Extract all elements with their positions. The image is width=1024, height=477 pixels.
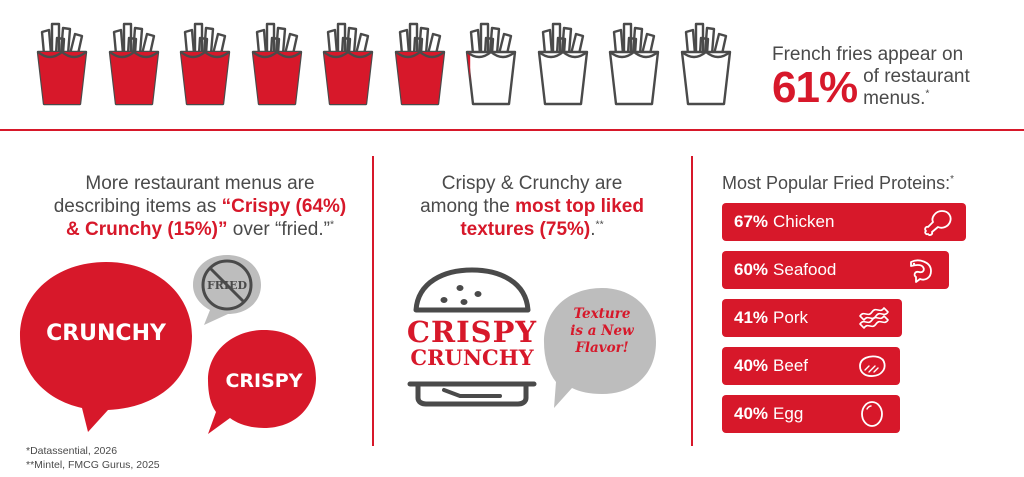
col2-mark: ** [595,219,604,231]
bar-label: Seafood [773,260,837,279]
column-divider-1 [372,156,374,446]
col2-highlight1: most top liked [515,196,644,217]
headline-mark: * [925,88,930,100]
headline-line3: menus. [863,88,926,109]
col2-line3: . [590,219,596,240]
col1-line2: describing items as [53,196,222,217]
crunchy-speech-bubble: CRUNCHY [20,262,192,432]
burger-word-crispy: CRISPY [406,315,538,349]
french-fries-icon [179,22,231,106]
protein-bar-seafood: 60% Seafood [722,251,949,289]
french-fries-icon [251,22,302,106]
col1-line3: over “fried.” [227,219,330,240]
texture-bubble-text: Texture is a New Flavor! [552,306,652,357]
french-fries-icon [680,22,731,106]
texture-line1: Texture [573,306,631,322]
top-divider [0,129,1024,131]
crispy-crunchy-menus-text: More restaurant menus are describing ite… [40,172,360,241]
proteins-title-text: Most Popular Fried Proteins: [722,173,951,193]
footnotes: *Datassential, 2026 **Mintel, FMCG Gurus… [26,444,160,472]
crispy-label: CRISPY [225,370,302,392]
french-fries-icon [608,22,660,106]
french-fries-icon [394,22,445,106]
headline-percent: 61% [772,63,858,112]
col2-line2: among the [420,196,516,217]
bar-pct: 60% [734,260,769,279]
texture-line3: Flavor! [575,340,629,356]
fries-headline: French fries appear on 61% of restaurant… [772,44,1012,110]
texture-speech-bubble [544,288,656,408]
bar-pct: 41% [734,308,769,327]
proteins-mark: * [950,174,954,185]
protein-bar-pork: 41% Pork [722,299,903,337]
crunchy-label: CRUNCHY [46,321,167,346]
col1-line1: More restaurant menus are [85,173,315,194]
protein-bar-chicken: 67% Chicken [722,203,966,241]
french-fries-icon [322,22,374,106]
crispy-speech-bubble: CRISPY [208,330,316,434]
burger-patty-words: CRISPY CRUNCHY [402,318,542,370]
col2-highlight2: textures (75%) [460,219,591,240]
french-fries-icon [465,22,517,106]
bar-label: Pork [773,308,808,327]
texture-line2: is a New [570,323,634,339]
col1-crunchy-highlight: & Crunchy (15%)” [65,219,228,240]
drumstick-icon [924,210,952,236]
column-divider-2 [691,156,693,446]
bar-pct: 40% [734,404,769,423]
headline-line1: French fries appear on [772,44,964,65]
steak-icon [859,355,886,377]
french-fries-icon [108,22,159,106]
proteins-title: Most Popular Fried Proteins:* [722,173,954,194]
bacon-icon [859,307,890,329]
footnote-datassential: *Datassential, 2026 [26,445,118,457]
col1-crispy-highlight: “Crispy (64%) [221,196,347,217]
headline-line2: of restaurant [863,66,970,87]
bar-pct: 40% [734,356,769,375]
footnote-mintel: **Mintel, FMCG Gurus, 2025 [26,459,160,471]
fries-icon-row [36,20,736,110]
shrimp-icon [909,259,932,283]
fried-label: FRIED [207,279,247,292]
bar-pct: 67% [734,212,769,231]
french-fries-icon [537,22,588,106]
protein-bar-egg: 40% Egg [722,395,900,433]
col2-line1: Crispy & Crunchy are [441,173,623,194]
bar-label: Egg [773,404,804,423]
burger-icon [407,267,537,407]
bar-label: Chicken [773,212,835,231]
top-textures-text: Crispy & Crunchy are among the most top … [392,172,672,241]
bar-label: Beef [773,356,809,375]
french-fries-icon [36,22,88,106]
fried-crossed-bubble: FRIED [193,255,261,325]
protein-bar-beef: 40% Beef [722,347,900,385]
burger-word-crunchy: CRUNCHY [410,345,534,370]
col1-mark: * [329,219,334,231]
egg-icon [861,401,883,427]
